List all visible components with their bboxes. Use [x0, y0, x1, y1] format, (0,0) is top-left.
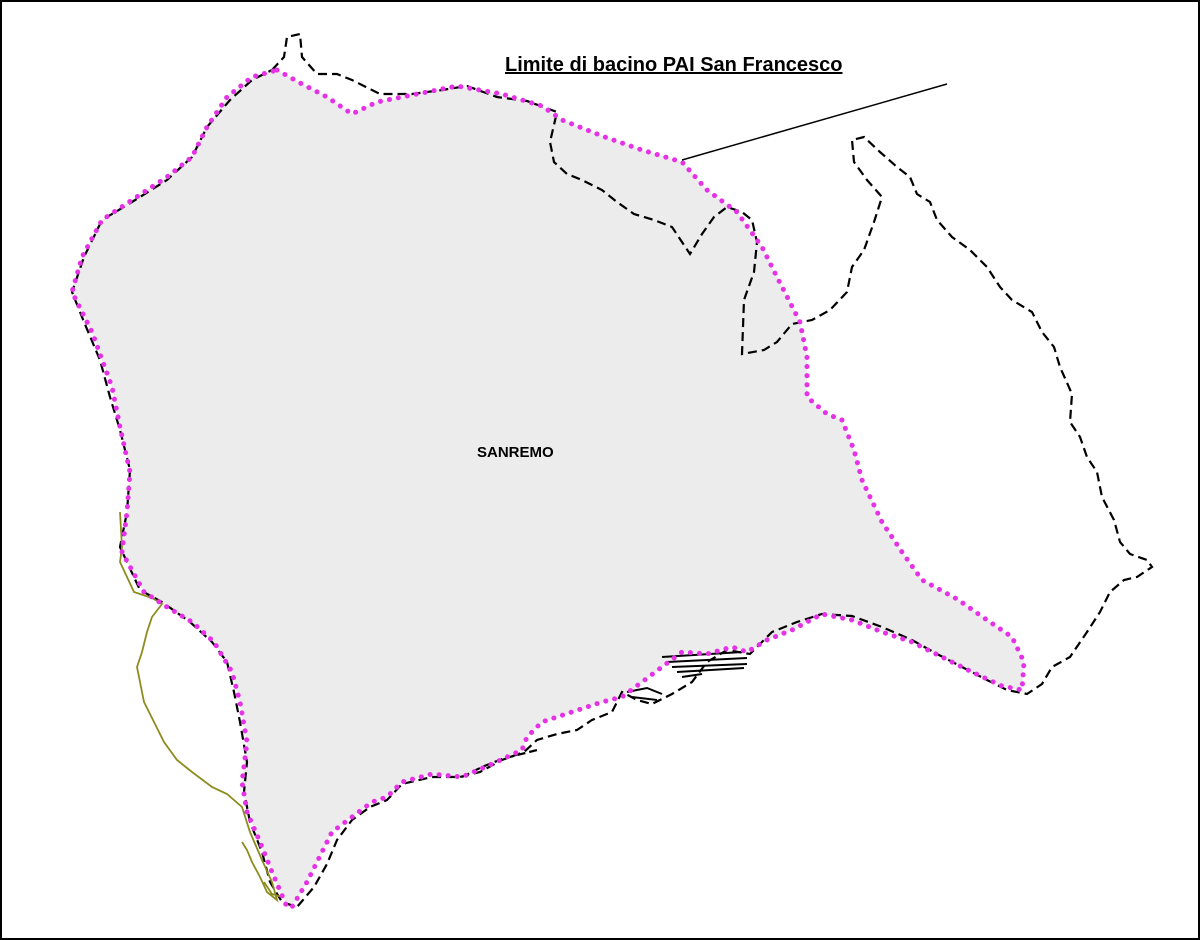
- boundary-stub: [461, 748, 538, 778]
- municipal-boundary: [70, 32, 1154, 909]
- harbour-detail: [626, 651, 748, 701]
- pai-basin-limit: [69, 67, 1027, 910]
- sanremo-label: SANREMO: [477, 444, 554, 461]
- pai-limit-label: Limite di bacino PAI San Francesco: [505, 54, 843, 76]
- leader-line: [681, 83, 948, 161]
- coastline: [119, 511, 283, 903]
- basin-area: [72, 70, 1024, 907]
